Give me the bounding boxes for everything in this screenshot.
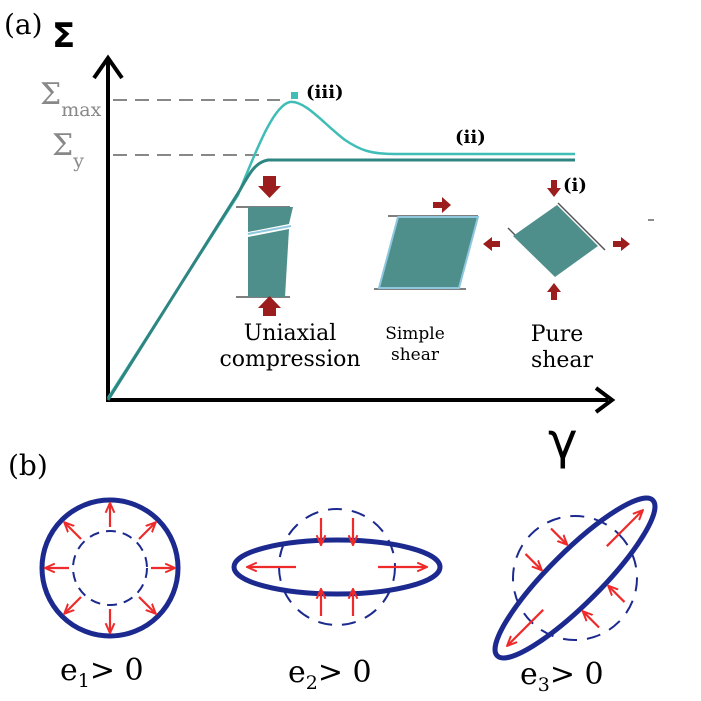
radial-arrows xyxy=(46,504,174,632)
pure-shear-block xyxy=(513,205,598,277)
caption-e2: e2> 0 xyxy=(288,655,372,694)
stress-levels: Σmax Σy xyxy=(40,77,280,172)
deformed-ellipse xyxy=(492,495,658,661)
compress-arrow xyxy=(609,586,626,603)
compress-arrow xyxy=(550,527,567,545)
caption-e1: e1> 0 xyxy=(60,653,144,692)
outer-circle xyxy=(39,497,181,639)
radial-arrow xyxy=(65,523,82,540)
pure-caption-line2: shear xyxy=(531,348,594,373)
stretch-arrow xyxy=(508,609,544,645)
y-axis-arrowhead xyxy=(92,54,124,80)
pure-arrow-left xyxy=(483,237,500,251)
radial-arrow xyxy=(138,596,155,613)
panel-b: (b) e1> 0 xyxy=(8,449,679,696)
pure-plate-right xyxy=(557,202,606,251)
panel-b-label: (b) xyxy=(8,449,48,482)
simple-shear-block xyxy=(377,216,480,289)
sample-top-half xyxy=(248,207,293,232)
curves: (iii) (ii) (i) xyxy=(106,82,654,401)
uniaxial-caption-line1: Uniaxial xyxy=(244,321,336,346)
inset-uniaxial-compression: Uniaxial compression xyxy=(219,176,361,372)
radial-arrow xyxy=(138,523,155,540)
pure-caption-line1: Pure xyxy=(531,322,584,347)
simple-shear-arrow xyxy=(433,197,451,213)
panel-a: (a) Σ γ Σmax Σy (iii) (ii) (i) xyxy=(4,8,654,470)
deformation-arrows xyxy=(248,518,426,616)
stretch-arrow xyxy=(606,511,642,547)
compression-arrow-bottom xyxy=(258,296,281,316)
sample-bottom-half xyxy=(248,229,289,297)
curve-label-ii: (ii) xyxy=(455,127,486,148)
pure-arrow-top xyxy=(547,180,561,197)
uniaxial-caption-line2: compression xyxy=(219,347,360,372)
curve-iii-overshoot xyxy=(106,100,575,399)
deformation-arrows xyxy=(471,474,679,682)
deformation-e3 xyxy=(471,474,679,682)
pure-arrow-right xyxy=(613,237,630,251)
x-axis-arrowhead xyxy=(594,386,616,414)
reference-dashed-circle xyxy=(278,508,396,626)
deformation-e2: e2> 0 xyxy=(231,508,443,694)
pure-arrow-bottom xyxy=(547,283,561,300)
compress-arrow xyxy=(524,553,542,570)
compress-arrow xyxy=(583,612,600,629)
simple-caption-line2: shear xyxy=(391,345,440,365)
curve-i-ii xyxy=(106,158,575,401)
x-axis-label: γ xyxy=(548,412,578,470)
y-axis-label: Σ xyxy=(52,16,75,56)
sigma-y-label: Σy xyxy=(52,128,84,172)
sigma-max-label: Σmax xyxy=(40,77,102,121)
deformed-ellipse xyxy=(231,537,443,597)
compression-arrow-top xyxy=(258,176,281,198)
panel-a-label: (a) xyxy=(4,8,43,41)
curve-label-iii: (iii) xyxy=(306,82,344,103)
axes: Σ γ xyxy=(52,16,616,470)
shear-band xyxy=(247,225,292,235)
inset-pure-shear: Pure shear xyxy=(483,180,630,373)
radial-arrow xyxy=(65,596,82,613)
inner-dashed-circle xyxy=(72,530,148,606)
deformation-e1: e1> 0 xyxy=(39,497,181,692)
curve-label-i: (i) xyxy=(563,175,587,196)
inset-simple-shear: Simple shear xyxy=(374,197,480,365)
simple-caption-line1: Simple xyxy=(385,324,445,344)
curve-iii-end-marker xyxy=(291,92,298,99)
caption-e3: e3> 0 xyxy=(520,657,604,696)
